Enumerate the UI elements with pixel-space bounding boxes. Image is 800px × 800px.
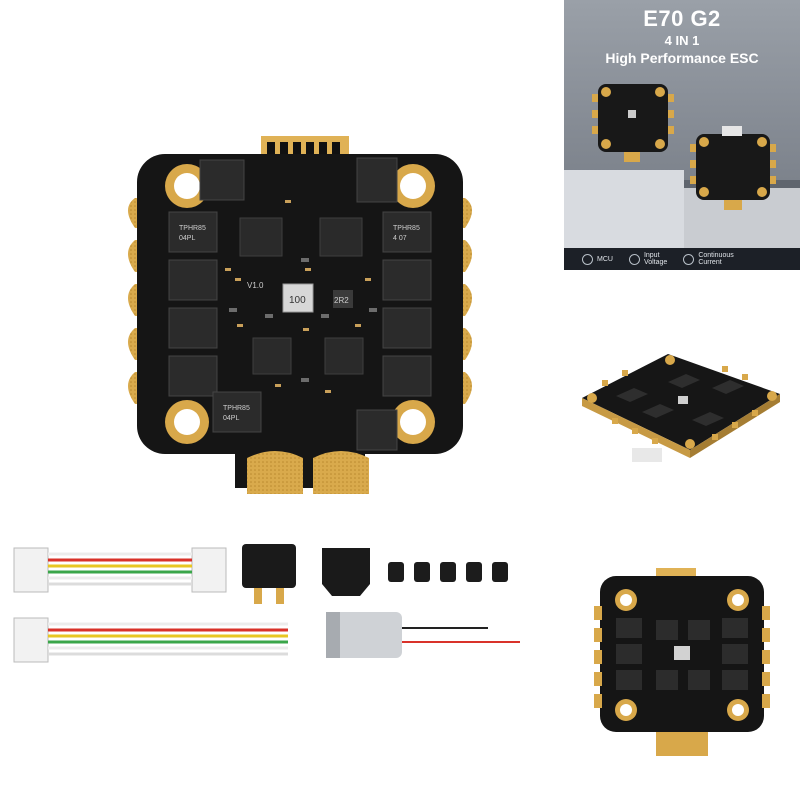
continuous-icon bbox=[683, 253, 695, 265]
svg-text:04PL: 04PL bbox=[223, 415, 239, 422]
feature-input-voltage: Input Voltage bbox=[628, 252, 667, 266]
svg-text:2R2: 2R2 bbox=[334, 296, 349, 305]
svg-text:4 07: 4 07 bbox=[393, 235, 407, 242]
accessories-image bbox=[10, 536, 530, 676]
mosfet-marking: 04PL bbox=[179, 235, 195, 242]
svg-text:V1.0: V1.0 bbox=[247, 281, 264, 290]
feature-continuous-current: Continuous Current bbox=[683, 252, 734, 266]
angled-esc-board-image bbox=[572, 340, 792, 480]
banner-subtitle-2: High Performance ESC bbox=[605, 50, 759, 66]
input-icon bbox=[628, 253, 640, 265]
feature-mcu: MCU bbox=[582, 253, 613, 265]
banner-subtitle-1: 4 IN 1 bbox=[664, 33, 700, 48]
banner-title: E70 G2 bbox=[643, 6, 721, 31]
small-esc-board-image bbox=[592, 566, 772, 766]
svg-text:TPHR85: TPHR85 bbox=[223, 405, 250, 412]
svg-text:TPHR85: TPHR85 bbox=[393, 225, 420, 232]
inductor-marking: 100 bbox=[289, 295, 306, 306]
mosfet-marking: TPHR85 bbox=[179, 225, 206, 232]
feature-bar: MCU Input Voltage Continuous Current bbox=[564, 248, 800, 270]
product-banner: E70 G2 4 IN 1 High Performance ESC MCU I… bbox=[564, 0, 800, 270]
mcu-icon bbox=[582, 253, 593, 265]
main-esc-board-image: TPHR85 04PL TPHR85 4 07 TPHR85 04PL 100 … bbox=[125, 128, 475, 508]
